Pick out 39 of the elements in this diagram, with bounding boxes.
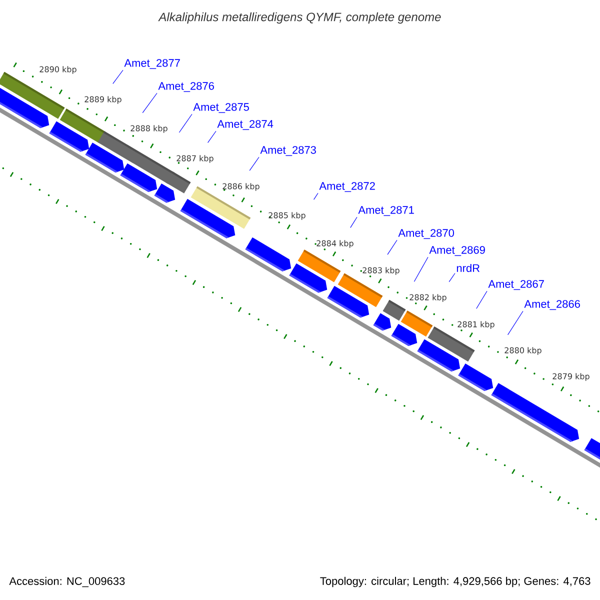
leader-line (249, 156, 260, 171)
footer-text: Topology: circular; Length: 4,929,566 bp; Genes: 4,763 (320, 576, 590, 588)
leader-line (414, 256, 428, 282)
tick-label: 2888 kbp (130, 125, 168, 133)
tick-label: 2889 kbp (84, 96, 122, 104)
gene-label: Amet_2867 (488, 280, 544, 290)
tick-label: 2883 kbp (362, 267, 400, 275)
tick-label: 2882 kbp (410, 294, 446, 302)
tick-label: 2880 kbp (504, 347, 542, 355)
tick-label: 2886 kbp (222, 183, 260, 191)
leader-line (508, 310, 524, 336)
gene-label: Amet_2871 (358, 206, 414, 216)
title: Alkaliphilus metalliredigens QYMF, complete genome (158, 12, 441, 24)
leader-line (178, 114, 192, 133)
tick-label: 2890 kbp (40, 66, 76, 74)
gene-label: Amet_2872 (319, 182, 375, 192)
tick-label: 2879 kbp (552, 373, 590, 381)
leader-line (448, 272, 456, 282)
leader-line (142, 92, 158, 114)
gene-label: nrdR (456, 264, 480, 272)
gene-label: Amet_2870 (398, 229, 454, 239)
leader-line (112, 70, 124, 84)
tick-label: 2885 kbp (268, 212, 306, 220)
tick-label: 2887 kbp (176, 155, 214, 163)
leader-line (208, 130, 216, 143)
gene-label: Amet_2877 (124, 59, 180, 69)
gene-label: Amet_2873 (260, 146, 316, 156)
leader-line (314, 192, 318, 200)
gene-label: Amet_2876 (158, 82, 214, 92)
footer-text: Accession: NC_009633 (9, 576, 125, 588)
tick-label: 2884 kbp (316, 240, 354, 248)
leader-line (387, 240, 398, 255)
gene-label: Amet_2866 (524, 300, 580, 310)
leader-line (476, 290, 488, 309)
leader-line (350, 216, 358, 228)
tick-label: 2881 kbp (458, 321, 494, 329)
gene-label: Amet_2874 (217, 120, 274, 130)
gene-label: Amet_2869 (429, 246, 485, 256)
gene-label: Amet_2875 (193, 103, 249, 113)
